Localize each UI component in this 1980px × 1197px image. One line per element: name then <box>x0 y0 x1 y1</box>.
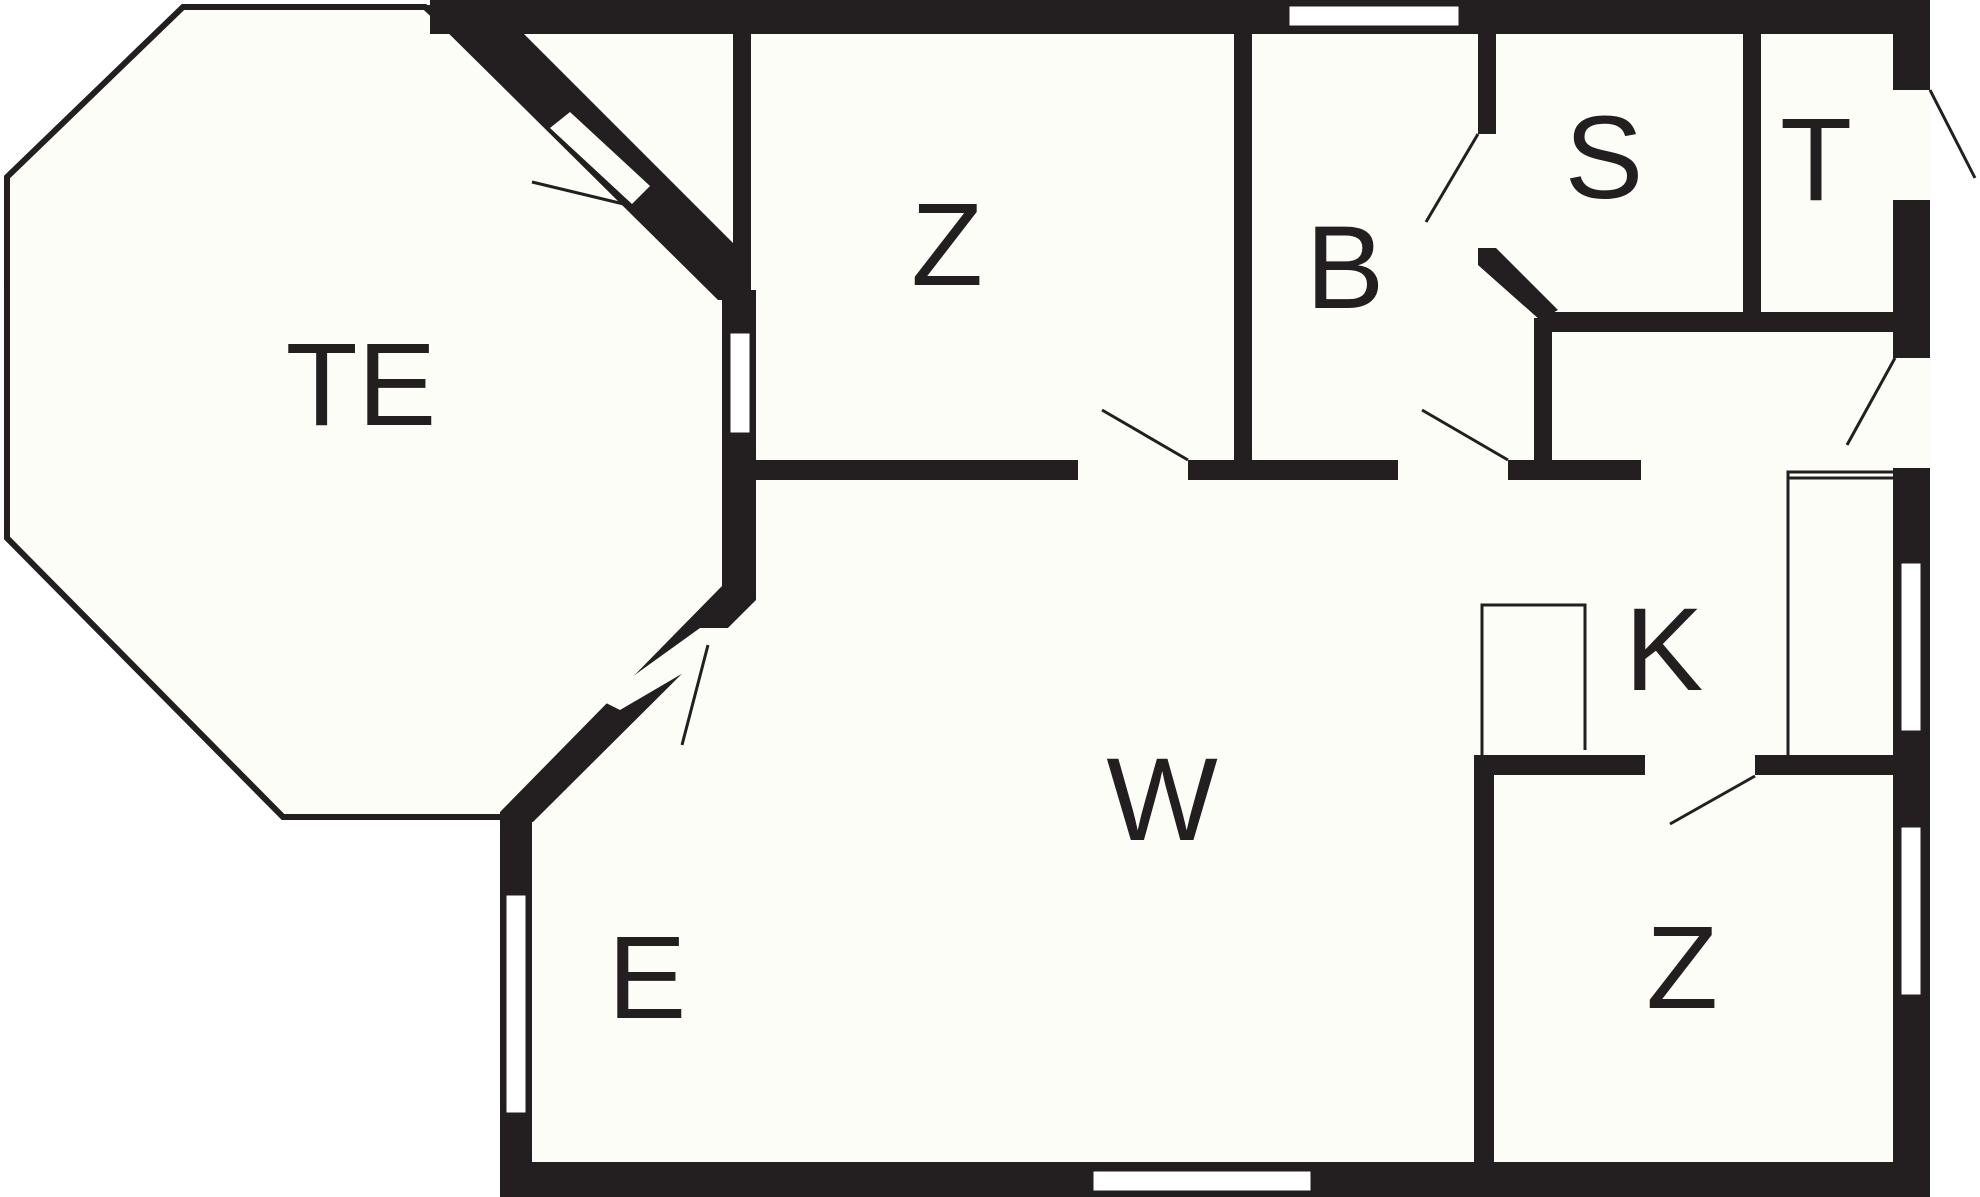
doors <box>531 89 1977 826</box>
room-label-bathroom: B <box>1306 202 1385 334</box>
room-labels: TE Z B S T K W E Z <box>286 92 1852 1044</box>
room-label-toilet: T <box>1780 94 1852 226</box>
room-label-terrace: TE <box>286 319 437 451</box>
kitchen-fixtures <box>1480 470 1895 755</box>
room-label-bedroom-bottom: Z <box>1646 902 1718 1034</box>
room-label-living: W <box>1106 734 1217 866</box>
room-label-kitchen: K <box>1625 584 1704 716</box>
room-label-entrance: E <box>608 912 687 1044</box>
room-label-storage: S <box>1565 92 1644 224</box>
room-label-bedroom-top: Z <box>911 179 983 311</box>
windows <box>503 3 1930 1194</box>
